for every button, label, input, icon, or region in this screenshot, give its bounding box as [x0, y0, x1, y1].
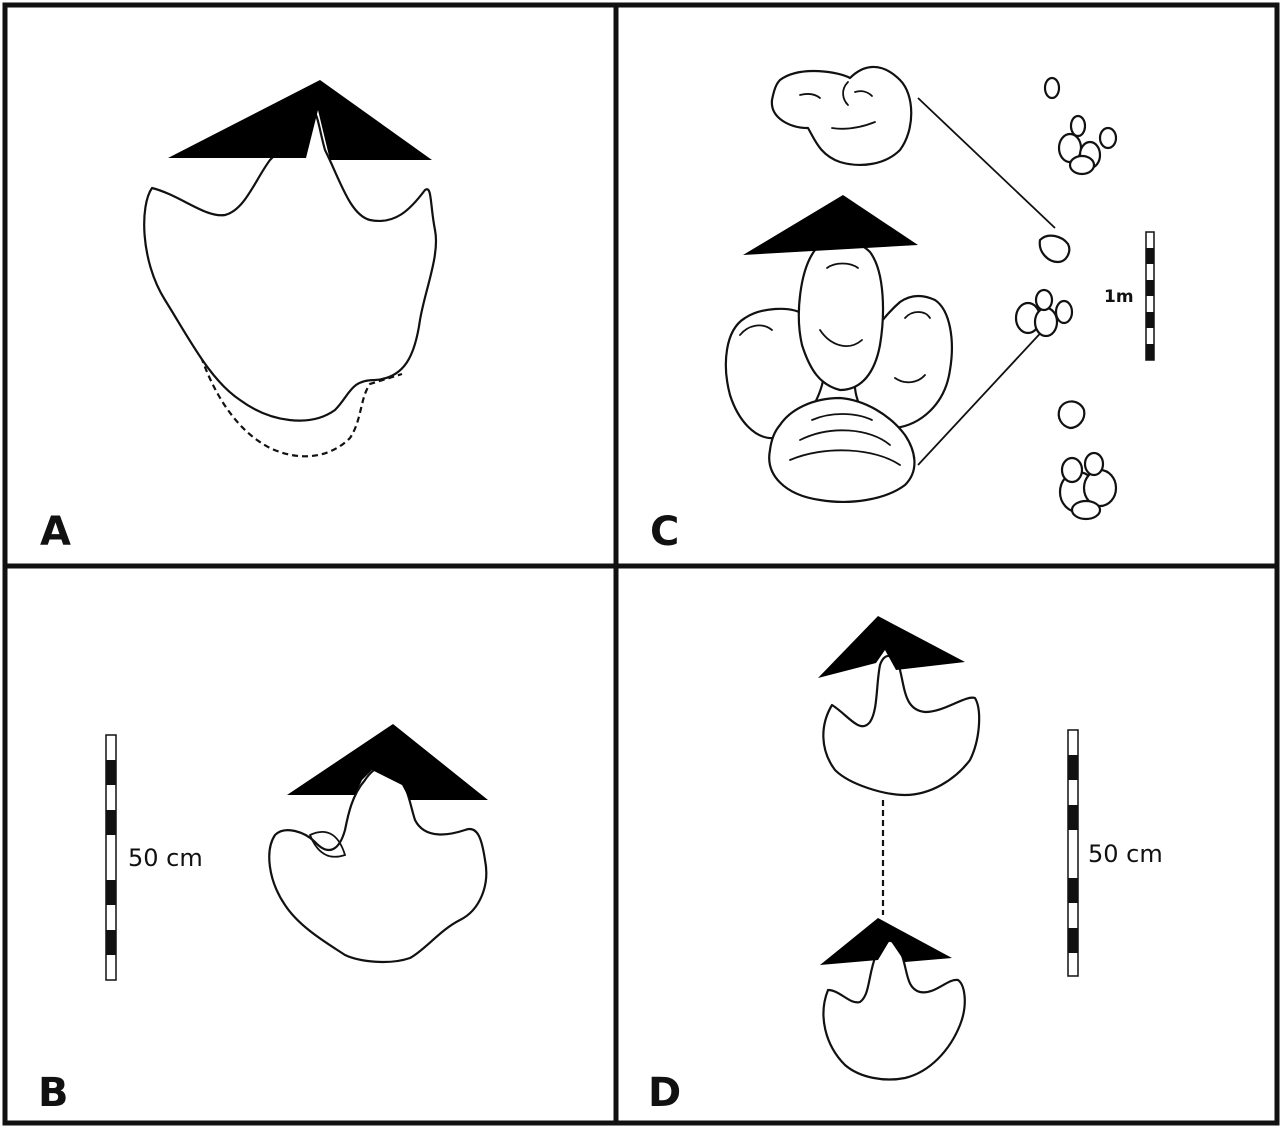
heel-detail-line	[799, 429, 891, 446]
direction-arrow-c	[743, 195, 918, 255]
pad-outline-top	[770, 65, 913, 166]
direction-arrow-d-lower	[820, 918, 952, 965]
scale-bar-d	[1067, 729, 1079, 977]
footprint-outline-d-upper	[822, 654, 981, 797]
scale-label-c: 1m	[1104, 287, 1134, 307]
trackway-print	[1057, 114, 1118, 176]
direction-arrow-b	[287, 724, 488, 800]
footprint-outline-d-lower	[822, 939, 966, 1081]
trackway-print	[1038, 234, 1071, 264]
scale-bar-b	[105, 734, 117, 981]
pad-detail-line	[831, 121, 876, 130]
scale-label-d: 50 cm	[1088, 840, 1163, 868]
pad-detail-line	[842, 81, 849, 106]
panel-label-c: C	[650, 509, 679, 555]
panel-d: 50 cm D	[648, 616, 1163, 1116]
lobe-detail-line	[894, 374, 926, 384]
panel-c: 1m C	[650, 65, 1155, 555]
lobe-detail-line	[819, 329, 863, 347]
direction-arrow-a	[168, 80, 432, 160]
scale-label-b: 50 cm	[128, 844, 203, 872]
footprint-detail-line	[309, 831, 347, 858]
connector-line-top	[917, 97, 1056, 229]
trackway-print	[1014, 288, 1074, 338]
trackway-print	[1058, 451, 1118, 521]
lobe-detail-line	[904, 311, 931, 319]
heel-detail-line	[789, 449, 901, 466]
footprint-lobe-center	[797, 239, 885, 392]
panel-a: A	[40, 80, 438, 555]
trackway-print	[1043, 76, 1061, 100]
panel-label-b: B	[38, 1070, 69, 1116]
trackway-print	[1057, 400, 1086, 430]
scale-bar-c	[1145, 231, 1155, 361]
lobe-detail-line	[826, 262, 859, 269]
panel-label-a: A	[40, 509, 71, 555]
heel-detail-line	[811, 413, 873, 421]
panel-label-d: D	[648, 1070, 681, 1116]
lobe-detail-line	[739, 324, 773, 336]
footprint-outline-a-extension	[193, 337, 403, 458]
pad-detail-line	[799, 93, 821, 99]
pad-detail-line	[854, 90, 873, 97]
connector-line-bottom	[917, 324, 1049, 466]
panel-b: 50 cm B	[38, 724, 488, 1116]
direction-arrow-d-upper	[818, 616, 965, 678]
footprint-outline-b	[268, 764, 488, 964]
